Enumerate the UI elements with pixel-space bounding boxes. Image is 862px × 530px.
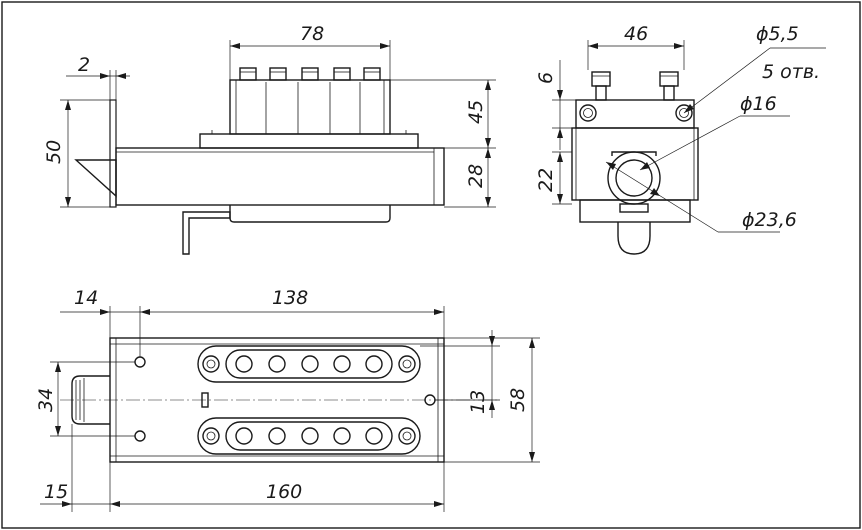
pickup-upper bbox=[197, 345, 421, 383]
dim-6: 6 bbox=[535, 72, 557, 84]
dim-58: 58 bbox=[507, 388, 529, 412]
pickup-lower bbox=[197, 417, 421, 455]
dim-78: 78 bbox=[300, 23, 324, 45]
dim-13: 13 bbox=[467, 390, 489, 414]
dim-45: 45 bbox=[465, 100, 487, 124]
dim-34: 34 bbox=[35, 388, 57, 412]
side-body bbox=[115, 147, 445, 206]
end-bottom-strip bbox=[579, 199, 691, 223]
mount-hole-right bbox=[675, 104, 693, 122]
dim-hole-count: 5 отв. bbox=[762, 61, 820, 83]
end-view: 46 6 22 ϕ5,5 5 отв. ϕ16 ϕ23,6 bbox=[535, 23, 826, 255]
dim-50: 50 bbox=[43, 140, 65, 164]
side-view: 78 2 50 45 28 bbox=[43, 23, 496, 255]
dim-22: 22 bbox=[535, 168, 557, 192]
dim-160: 160 bbox=[266, 481, 302, 503]
jack-inner bbox=[615, 159, 653, 197]
dim-15: 15 bbox=[44, 481, 68, 503]
pickup-block bbox=[229, 79, 391, 135]
dim-phi-23-6: ϕ23,6 bbox=[742, 209, 797, 231]
mount-hole-left bbox=[579, 104, 597, 122]
jack-knob bbox=[617, 222, 651, 255]
dim-phi-16: ϕ16 bbox=[740, 93, 777, 115]
mount-plate bbox=[199, 133, 419, 149]
dim-46: 46 bbox=[624, 23, 648, 45]
dim-138: 138 bbox=[272, 287, 308, 309]
lever bbox=[182, 211, 231, 255]
top-view: 14 138 34 13 58 15 160 bbox=[35, 287, 540, 512]
end-body bbox=[571, 127, 699, 201]
dim-2: 2 bbox=[78, 54, 90, 76]
dim-28: 28 bbox=[465, 164, 487, 188]
dim-14: 14 bbox=[74, 287, 98, 309]
lower-cover bbox=[229, 205, 391, 223]
dim-phi-5-5: ϕ5,5 bbox=[756, 23, 799, 45]
